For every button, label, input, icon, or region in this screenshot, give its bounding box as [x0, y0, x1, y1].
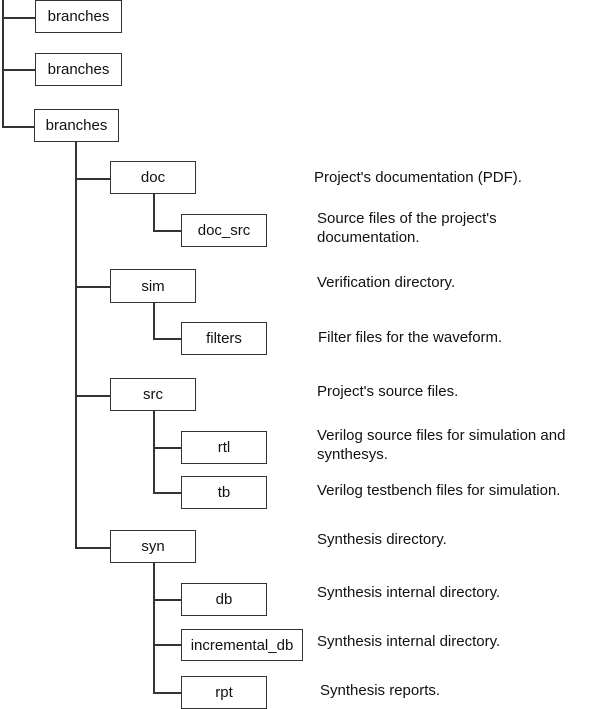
desc-sim-line-1: Verification directory. — [317, 274, 456, 291]
connector-src — [75, 395, 111, 397]
desc-doc-line-1: Project's documentation (PDF). — [314, 169, 522, 186]
connector-doc — [75, 178, 111, 180]
connector-doc-src — [153, 230, 182, 232]
desc-incremental-db: Synthesis internal directory. — [317, 632, 500, 651]
desc-rtl-line-2: synthesys. — [317, 446, 388, 463]
connector-filters — [153, 338, 182, 340]
src-trunk-line — [153, 410, 155, 493]
connector-branches2 — [2, 69, 36, 71]
doc-trunk-line — [153, 193, 155, 231]
desc-src: Project's source files. — [317, 382, 458, 401]
node-branches-1: branches — [35, 0, 122, 33]
root-trunk-line — [2, 0, 4, 127]
connector-sim — [75, 286, 111, 288]
desc-rtl-line-1: Verilog source files for simulation and — [317, 427, 566, 444]
desc-doc-src: Source files of the project's documentat… — [317, 209, 497, 247]
node-syn: syn — [110, 530, 196, 563]
node-branches-2: branches — [35, 53, 122, 86]
node-sim: sim — [110, 269, 196, 303]
desc-doc-src-line-2: documentation. — [317, 229, 420, 246]
desc-db: Synthesis internal directory. — [317, 583, 500, 602]
desc-src-line-1: Project's source files. — [317, 383, 459, 400]
node-doc-src: doc_src — [181, 214, 267, 247]
desc-rtl: Verilog source files for simulation and … — [317, 426, 565, 464]
desc-rpt-line-1: Synthesis reports. — [320, 682, 441, 699]
connector-tb — [153, 492, 182, 494]
connector-rpt — [153, 692, 182, 694]
node-doc: doc — [110, 161, 196, 194]
desc-doc-src-line-1: Source files of the project's — [317, 210, 497, 227]
node-rtl: rtl — [181, 431, 267, 464]
desc-filters: Filter files for the waveform. — [318, 328, 502, 347]
node-filters: filters — [181, 322, 267, 355]
connector-rtl — [153, 447, 182, 449]
branches3-trunk-line — [75, 141, 77, 548]
node-db: db — [181, 583, 267, 616]
sim-trunk-line — [153, 302, 155, 339]
connector-syn — [75, 547, 111, 549]
node-branches-3: branches — [34, 109, 119, 142]
connector-incremental-db — [153, 644, 182, 646]
connector-db — [153, 599, 182, 601]
node-incremental-db: incremental_db — [181, 629, 303, 661]
desc-tb: Verilog testbench files for simulation. — [317, 481, 560, 500]
desc-rpt: Synthesis reports. — [320, 681, 440, 700]
desc-sim: Verification directory. — [317, 273, 455, 292]
desc-syn: Synthesis directory. — [317, 530, 447, 549]
syn-trunk-line — [153, 562, 155, 693]
desc-filters-line-1: Filter files for the waveform. — [318, 329, 503, 346]
connector-branches3 — [2, 126, 35, 128]
desc-syn-line-1: Synthesis directory. — [317, 531, 447, 548]
desc-doc: Project's documentation (PDF). — [314, 168, 522, 187]
desc-db-line-1: Synthesis internal directory. — [317, 584, 501, 601]
desc-incremental-db-line-1: Synthesis internal directory. — [317, 633, 501, 650]
connector-branches1 — [2, 17, 36, 19]
node-rpt: rpt — [181, 676, 267, 709]
node-tb: tb — [181, 476, 267, 509]
desc-tb-line-1: Verilog testbench files for simulation. — [317, 482, 561, 499]
node-src: src — [110, 378, 196, 411]
